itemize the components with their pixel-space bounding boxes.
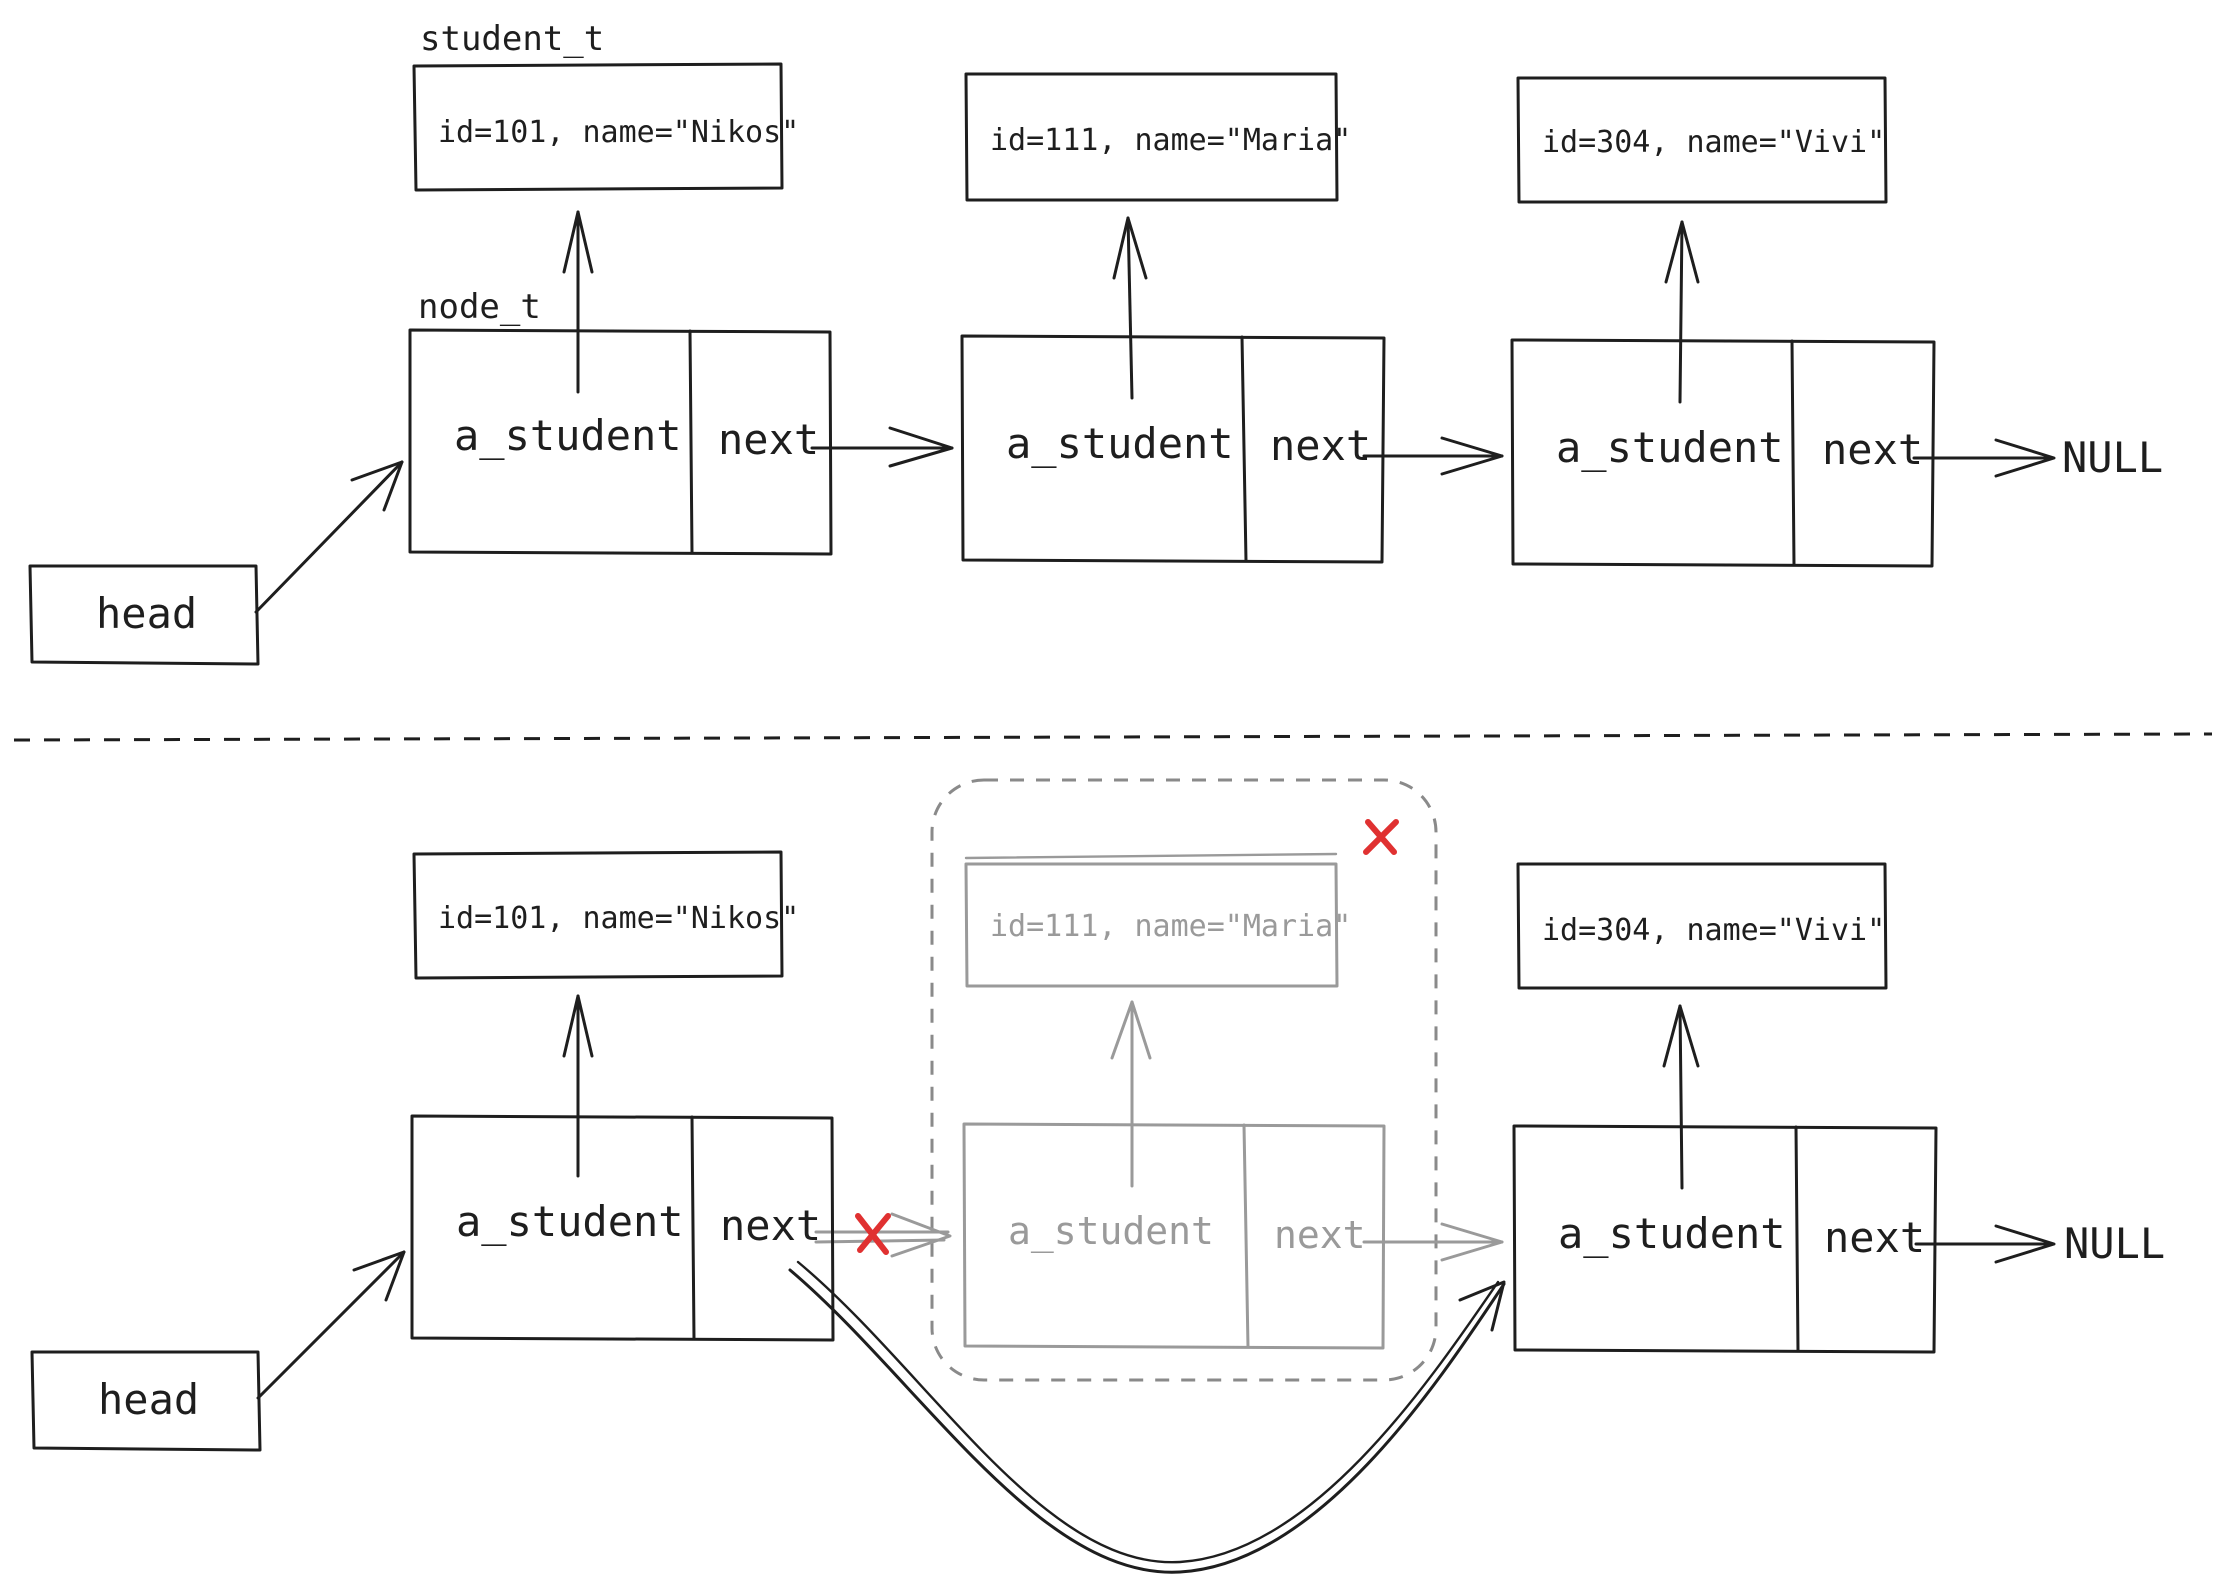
removed-student-box: id=111, name="Maria" bbox=[964, 852, 1351, 988]
top-student-box-3: id=304, name="Vivi" bbox=[1516, 76, 1888, 204]
top-student-pointer-3 bbox=[1664, 220, 1700, 404]
top-student-text-3: id=304, name="Vivi" bbox=[1542, 125, 1885, 160]
cut-link-x-icon bbox=[855, 1213, 891, 1255]
removed-node: a_student next bbox=[962, 1122, 1386, 1350]
top-node-2: a_student next bbox=[960, 334, 1386, 564]
bottom-node-1-student-field: a_student bbox=[456, 1197, 684, 1246]
bottom-next-arrow-null bbox=[1914, 1224, 2056, 1264]
node-type-label: node_t bbox=[418, 287, 541, 327]
student-type-label: student_t bbox=[420, 19, 604, 59]
top-next-arrow-1 bbox=[810, 426, 954, 468]
top-next-arrow-null bbox=[1912, 438, 2056, 478]
bottom-student-pointer-1 bbox=[562, 994, 594, 1178]
top-node-3-student-field: a_student bbox=[1556, 423, 1784, 472]
bottom-head-arrow bbox=[256, 1250, 406, 1400]
top-student-text-1: id=101, name="Nikos" bbox=[438, 115, 799, 150]
top-student-pointer-1 bbox=[562, 210, 594, 394]
top-node-1-next-field: next bbox=[718, 415, 819, 464]
bottom-node-3-next-field: next bbox=[1824, 1213, 1925, 1262]
bottom-node-3: a_student next bbox=[1512, 1124, 1938, 1354]
top-head-label: head bbox=[96, 589, 197, 638]
bottom-student-pointer-3 bbox=[1662, 1004, 1700, 1190]
rerouted-next-arrow bbox=[788, 1260, 1506, 1574]
bottom-student-box-1: id=101, name="Nikos" bbox=[412, 850, 799, 980]
top-node-2-next-field: next bbox=[1270, 421, 1371, 470]
removed-student-pointer bbox=[1110, 1000, 1152, 1188]
bottom-node-1: a_student next bbox=[410, 1114, 835, 1342]
bottom-head-box: head bbox=[30, 1350, 262, 1452]
bottom-student-text-1: id=101, name="Nikos" bbox=[438, 901, 799, 936]
removed-node-group: id=111, name="Maria" a_student next bbox=[814, 778, 1504, 1382]
top-student-text-2: id=111, name="Maria" bbox=[990, 123, 1351, 158]
top-student-box-1: id=101, name="Nikos" bbox=[412, 62, 799, 192]
bottom-student-box-3: id=304, name="Vivi" bbox=[1516, 862, 1888, 990]
top-node-3: a_student next bbox=[1510, 338, 1936, 568]
top-head-arrow bbox=[254, 460, 404, 614]
top-null-label: NULL bbox=[2062, 433, 2163, 482]
bottom-null-label: NULL bbox=[2064, 1219, 2165, 1268]
top-student-box-2: id=111, name="Maria" bbox=[964, 72, 1351, 202]
removed-node-next-field: next bbox=[1274, 1213, 1366, 1257]
bottom-node-1-next-field: next bbox=[720, 1201, 821, 1250]
removed-node-student-field: a_student bbox=[1008, 1209, 1214, 1254]
top-node-3-next-field: next bbox=[1822, 425, 1923, 474]
bottom-student-text-3: id=304, name="Vivi" bbox=[1542, 913, 1885, 948]
bottom-head-label: head bbox=[98, 1375, 199, 1424]
top-student-pointer-2 bbox=[1112, 216, 1148, 400]
removed-next-arrow bbox=[1362, 1222, 1504, 1262]
delete-x-icon bbox=[1363, 819, 1399, 855]
top-node-1: a_student next bbox=[408, 328, 833, 556]
top-node-2-student-field: a_student bbox=[1006, 419, 1234, 468]
top-node-1-student-field: a_student bbox=[454, 411, 682, 460]
removed-student-text: id=111, name="Maria" bbox=[990, 909, 1351, 944]
bottom-node-3-student-field: a_student bbox=[1558, 1209, 1786, 1258]
section-separator bbox=[13, 732, 2213, 742]
top-head-box: head bbox=[28, 564, 260, 666]
top-next-arrow-2 bbox=[1362, 436, 1504, 476]
